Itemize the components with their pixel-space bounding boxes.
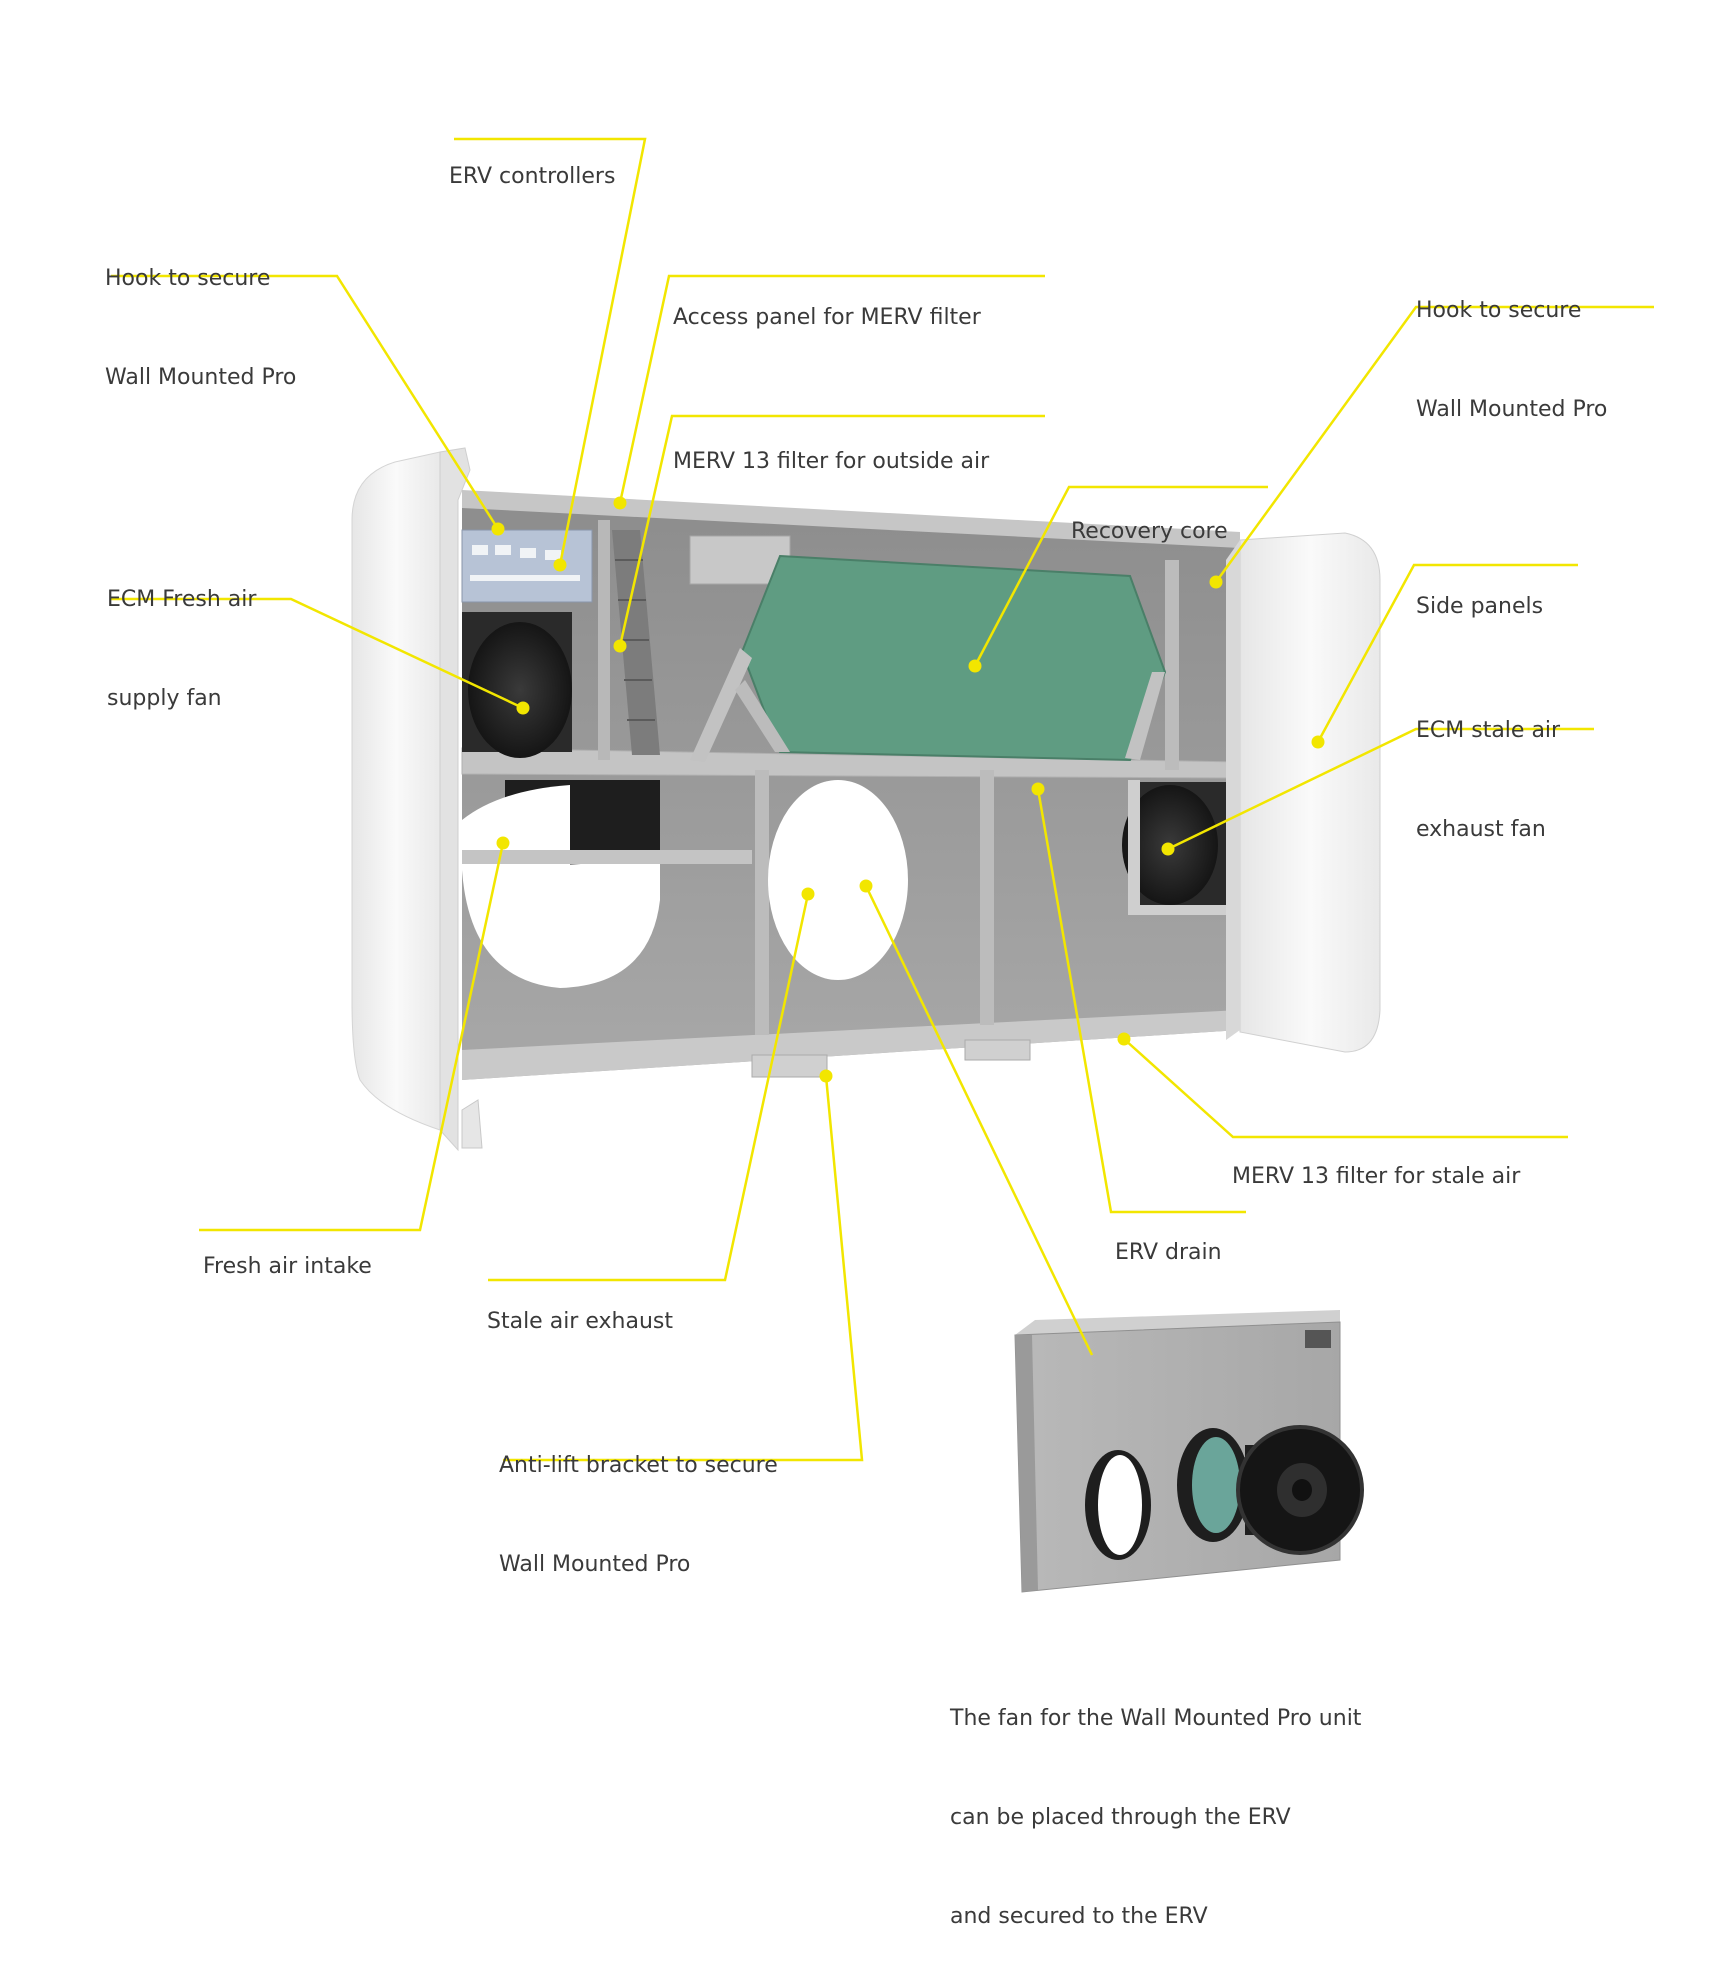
leader-fan-note bbox=[864, 885, 1094, 1356]
label-anti-lift: Anti-lift bracket to secure Wall Mounted… bbox=[499, 1453, 778, 1577]
leader-side-panels bbox=[1316, 563, 1578, 743]
erv-unit bbox=[351, 447, 1381, 1152]
leader-hook-left bbox=[111, 274, 500, 530]
leader-access-panel bbox=[618, 274, 1045, 504]
leader-merv-outside bbox=[618, 414, 1045, 647]
leader-recovery-core bbox=[973, 485, 1268, 667]
label-hook-left: Hook to secure Wall Mounted Pro bbox=[105, 266, 297, 390]
label-side-panels: Side panels bbox=[1416, 594, 1544, 619]
leader-stale-fan bbox=[1167, 727, 1594, 851]
fresh-air-fan bbox=[468, 622, 572, 758]
label-erv-controllers: ERV controllers bbox=[449, 164, 616, 189]
label-hook-right: Hook to secure Wall Mounted Pro bbox=[1416, 298, 1608, 422]
leader-erv-controllers bbox=[454, 137, 647, 566]
leader-fresh-intake bbox=[199, 842, 505, 1232]
leader-stale-exhaust bbox=[488, 893, 810, 1282]
leader-erv-drain bbox=[1036, 788, 1246, 1214]
label-merv-stale: MERV 13 filter for stale air bbox=[1232, 1164, 1521, 1189]
merv-filter-outside bbox=[612, 530, 660, 755]
label-stale-fan: ECM stale air exhaust fan bbox=[1416, 718, 1561, 842]
leader-merv-stale bbox=[1123, 1038, 1568, 1139]
label-fresh-fan: ECM Fresh air supply fan bbox=[107, 587, 257, 711]
leader-dots bbox=[491, 496, 1325, 1083]
label-recovery-core: Recovery core bbox=[1071, 519, 1228, 544]
erv-controllers bbox=[461, 529, 593, 603]
fresh-air-opening bbox=[462, 860, 660, 988]
label-fan-note: The fan for the Wall Mounted Pro unit ca… bbox=[950, 1706, 1362, 1929]
leader-lines bbox=[111, 137, 1654, 1462]
leader-fresh-fan bbox=[111, 597, 524, 710]
stale-air-opening bbox=[768, 780, 908, 980]
right-side-panel bbox=[1239, 532, 1381, 1053]
label-fresh-intake: Fresh air intake bbox=[203, 1254, 372, 1279]
wall-mounted-pro-unit bbox=[1014, 1310, 1364, 1593]
label-access-panel: Access panel for MERV filter bbox=[673, 305, 981, 330]
leader-hook-right bbox=[1214, 305, 1654, 583]
label-erv-drain: ERV drain bbox=[1115, 1240, 1222, 1265]
erv-diagram bbox=[111, 137, 1654, 1593]
recovery-core bbox=[740, 554, 1167, 762]
label-merv-outside: MERV 13 filter for outside air bbox=[673, 449, 990, 474]
leader-anti-lift bbox=[503, 1075, 864, 1462]
left-side-panel bbox=[351, 451, 441, 1131]
label-stale-exhaust: Stale air exhaust bbox=[487, 1309, 673, 1334]
